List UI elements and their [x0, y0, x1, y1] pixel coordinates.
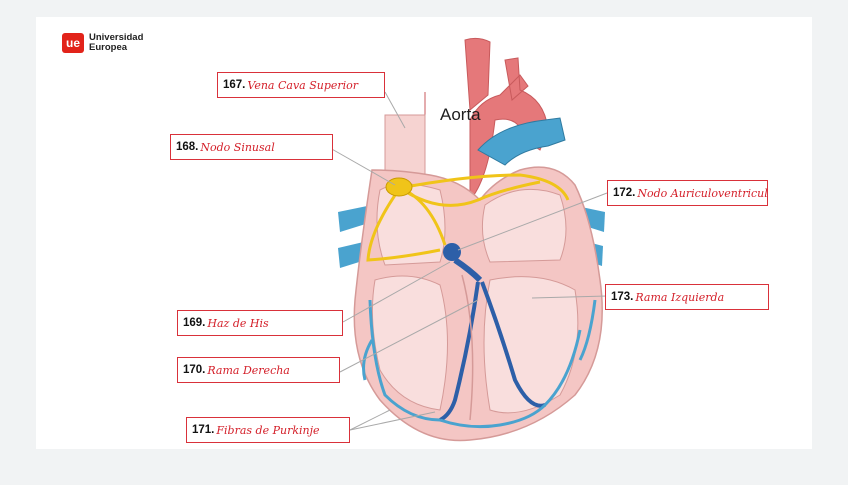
aorta-text: Aorta — [440, 105, 481, 124]
leader-170 — [339, 299, 479, 373]
leader-171b — [349, 411, 436, 431]
label-number: 167. — [223, 79, 246, 91]
label-number: 173. — [611, 291, 634, 303]
label-haz-de-his: 169. Haz de His — [177, 310, 343, 336]
leader-168 — [329, 147, 396, 186]
university-logo: ue Universidad Europea — [62, 33, 143, 53]
leader-lines — [329, 91, 608, 431]
leader-173 — [531, 295, 608, 299]
label-text: Nodo Sinusal — [200, 140, 275, 154]
leader-167 — [384, 91, 406, 129]
label-nodo-auriculoventricular: 172. Nodo Auriculoventricular — [607, 180, 768, 206]
label-number: 169. — [183, 317, 206, 329]
label-number: 171. — [192, 424, 215, 436]
label-text: Nodo Auriculoventricular — [637, 186, 768, 200]
purkinje-fibers — [362, 299, 597, 429]
label-rama-derecha: 170. Rama Derecha — [177, 357, 340, 383]
internodal-pathway — [366, 173, 570, 262]
logo-line-1: Universidad — [89, 32, 144, 43]
label-text: Haz de His — [207, 316, 269, 330]
leader-172 — [457, 192, 608, 251]
aorta-top — [464, 37, 491, 112]
label-number: 172. — [613, 187, 636, 199]
sinoatrial-node — [385, 177, 413, 197]
label-text: Vena Cava Superior — [247, 78, 359, 92]
label-text: Rama Derecha — [207, 363, 290, 377]
left-ventricle — [483, 276, 579, 414]
label-vena-cava-superior: 167. Vena Cava Superior — [217, 72, 385, 98]
pulmonary-artery — [477, 117, 566, 166]
label-nodo-sinusal: 168. Nodo Sinusal — [170, 134, 333, 160]
right-ventricle — [371, 275, 448, 411]
leader-169 — [342, 261, 451, 323]
pulmonary-vein-left — [338, 205, 372, 232]
label-rama-izquierda: 173. Rama Izquierda — [605, 284, 769, 310]
bundle-of-his — [453, 257, 483, 283]
logo-text: Universidad Europea — [89, 33, 143, 53]
left-atrium — [481, 188, 567, 263]
label-text: Rama Izquierda — [635, 290, 725, 304]
label-fibras-de-purkinje: 171. Fibras de Purkinje — [186, 417, 350, 443]
left-bundle-branch — [480, 281, 546, 408]
septum — [461, 274, 474, 421]
label-text: Fibras de Purkinje — [216, 423, 320, 437]
ue-logo-icon: ue — [62, 33, 84, 53]
leader-171a — [349, 409, 391, 431]
logo-line-2: Europea — [89, 42, 128, 53]
right-bundle-branch — [439, 281, 480, 422]
av-node — [443, 243, 461, 261]
label-number: 170. — [183, 364, 206, 376]
label-number: 168. — [176, 141, 199, 153]
